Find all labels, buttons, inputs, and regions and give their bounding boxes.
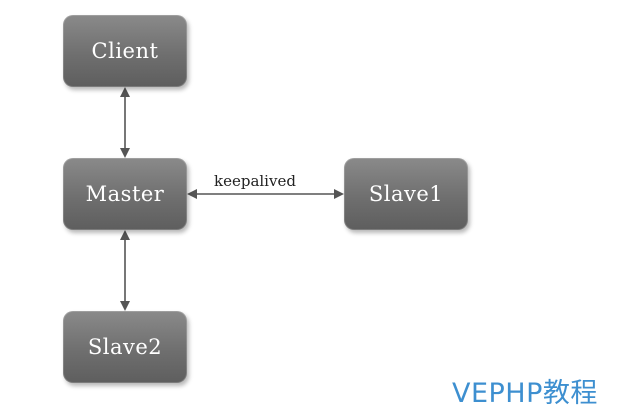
- node-client: Client: [63, 15, 187, 87]
- edge-label-keepalived: keepalived: [214, 172, 296, 190]
- node-slave2: Slave2: [63, 311, 187, 383]
- node-master: Master: [63, 158, 187, 230]
- node-slave1-label: Slave1: [368, 182, 444, 206]
- node-client-label: Client: [91, 39, 159, 63]
- node-master-label: Master: [85, 182, 165, 206]
- node-slave1: Slave1: [344, 158, 468, 230]
- node-slave2-label: Slave2: [87, 335, 163, 359]
- watermark: VEPHP教程: [452, 378, 598, 409]
